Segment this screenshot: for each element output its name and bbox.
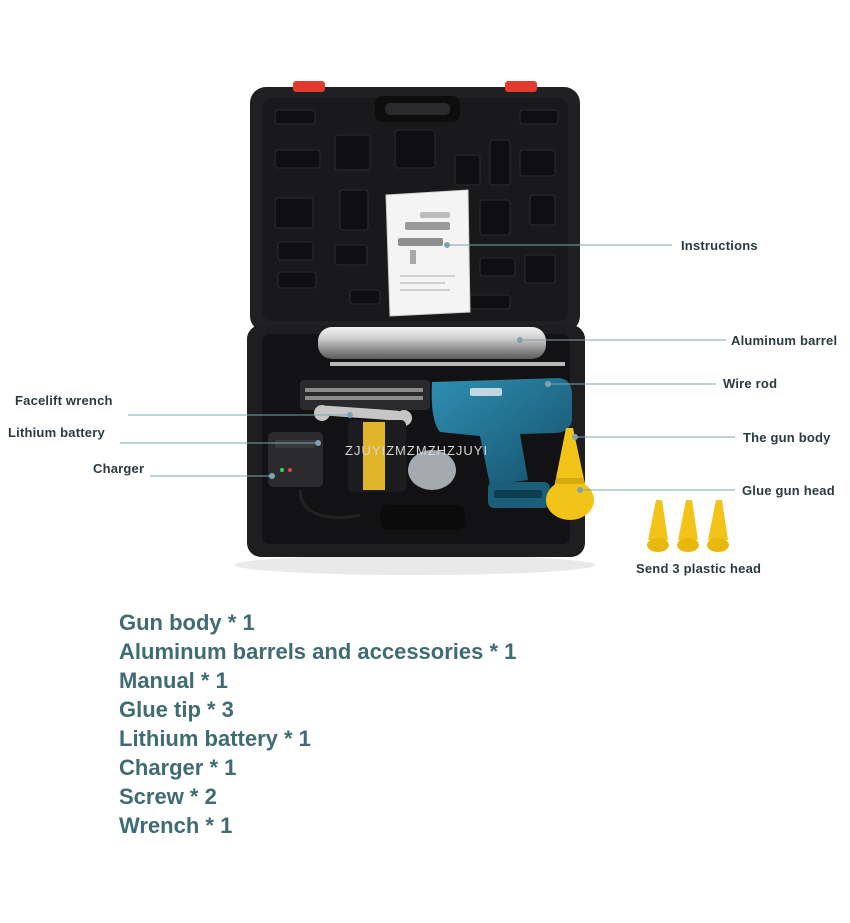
callout-plastic-heads: Send 3 plastic head [636, 561, 762, 576]
list-item: Manual * 1 [119, 668, 228, 693]
instructions-manual [385, 189, 471, 317]
case-front-handle [380, 505, 465, 530]
watermark: ZJUYIZMZMZHZJUYI [345, 443, 488, 458]
list-item: Screw * 2 [119, 784, 217, 809]
wire-rod [330, 362, 565, 366]
list-item: Wrench * 1 [119, 813, 233, 838]
package-list: Gun body * 1 Aluminum barrels and access… [119, 608, 516, 840]
spare-plastic-heads [647, 500, 729, 552]
list-item: Lithium battery * 1 [119, 726, 311, 751]
gun-body [431, 378, 572, 508]
callout-charger: Charger [93, 461, 145, 476]
callout-glue-gun-head: Glue gun head [742, 483, 835, 498]
aluminum-barrel [318, 327, 546, 359]
callout-gun-body: The gun body [743, 430, 831, 445]
callout-aluminum-barrel: Aluminum barrel [731, 333, 838, 348]
lid-pattern [274, 109, 559, 310]
callout-lithium-battery: Lithium battery [8, 425, 105, 440]
screw-bag [408, 450, 456, 490]
list-item: Aluminum barrels and accessories * 1 [119, 639, 517, 664]
case-latch-right [505, 81, 537, 92]
case-latch-left [293, 81, 325, 92]
list-item: Glue tip * 3 [119, 697, 234, 722]
list-item: Gun body * 1 [119, 610, 255, 635]
floor-shadow [235, 555, 595, 575]
callout-instructions: Instructions [681, 238, 758, 253]
callout-facelift-wrench: Facelift wrench [15, 393, 113, 408]
list-item: Charger * 1 [119, 755, 237, 780]
callout-wire-rod: Wire rod [723, 376, 778, 391]
callout-leaders [120, 242, 735, 493]
